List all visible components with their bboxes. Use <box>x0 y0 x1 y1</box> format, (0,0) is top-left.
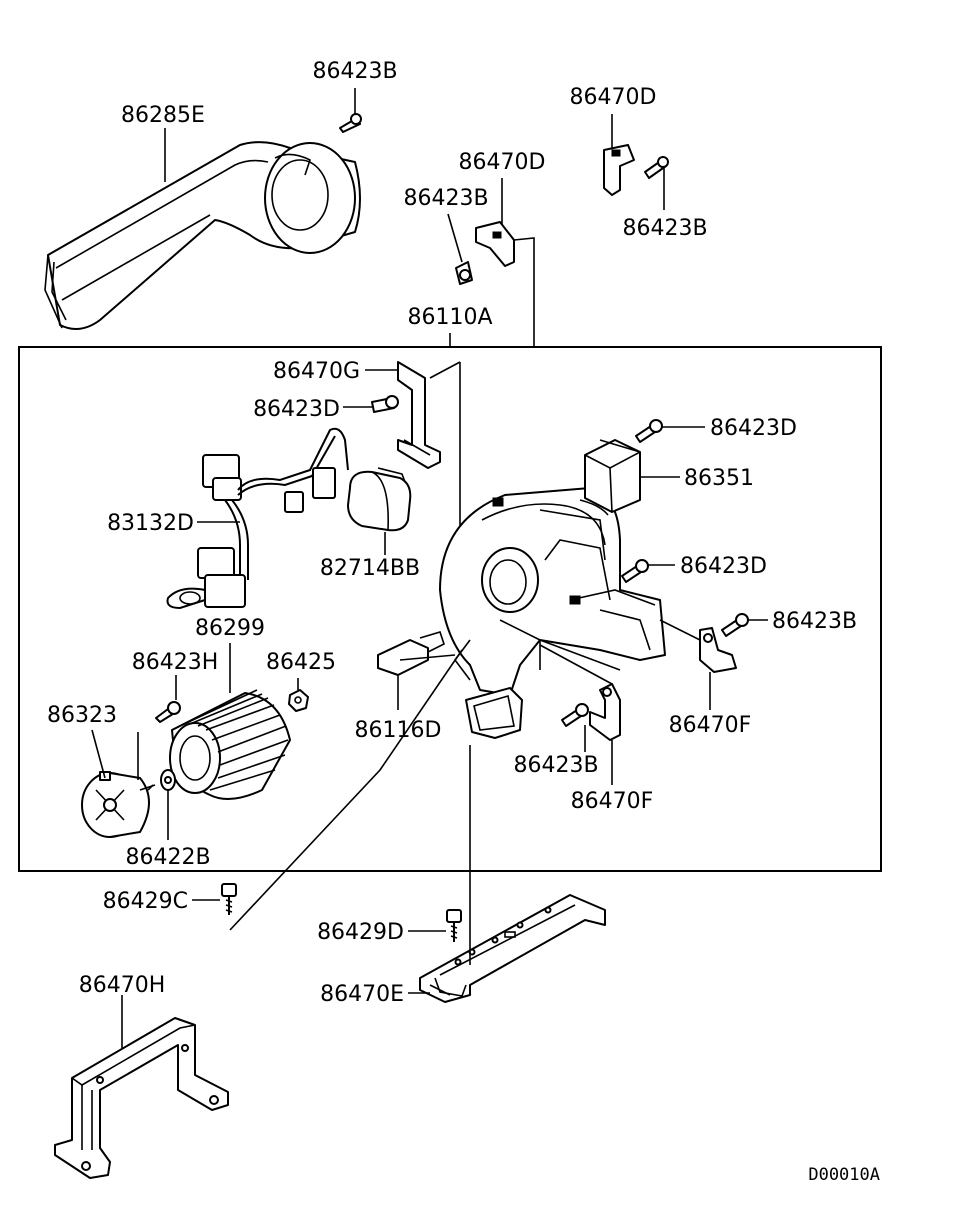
label-86423d-left: 86423D <box>253 397 340 422</box>
label-86470d-mid: 86470D <box>459 150 546 175</box>
label-86470f-1: 86470F <box>669 713 752 738</box>
washer-86422b[interactable] <box>147 769 176 840</box>
label-86423d-r2: 86423D <box>680 554 767 579</box>
screw-86423d-r1[interactable] <box>635 419 705 443</box>
screw-86423h[interactable] <box>155 675 181 723</box>
label-86470h: 86470H <box>79 973 166 998</box>
label-86423b-r3: 86423B <box>772 609 857 634</box>
diagram-code: D00010A <box>808 1165 880 1185</box>
screw-86429d[interactable] <box>408 909 462 942</box>
screw-86423b-mid[interactable] <box>447 213 473 285</box>
nut-86425[interactable] <box>288 678 309 712</box>
label-86423b-low: 86423B <box>513 753 598 778</box>
label-86425: 86425 <box>266 650 336 675</box>
label-86285e: 86285E <box>121 103 205 128</box>
label-86423d-r1: 86423D <box>710 416 797 441</box>
blower-housing[interactable] <box>439 487 666 739</box>
screw-86423d-left[interactable] <box>343 395 399 413</box>
screw-86429c[interactable] <box>192 883 237 915</box>
harness-83132d[interactable] <box>166 427 349 610</box>
label-86470f-2: 86470F <box>571 789 654 814</box>
label-86351: 86351 <box>684 466 754 491</box>
screw-86423b-right[interactable] <box>644 156 669 210</box>
label-86423b-top: 86423B <box>312 59 397 84</box>
duct-86285e[interactable] <box>44 141 361 330</box>
screw-86423b-low[interactable] <box>561 703 589 752</box>
label-86116d: 86116D <box>355 718 442 743</box>
screw-86423d-r2[interactable] <box>621 559 675 583</box>
bracket-86470d-mid[interactable] <box>475 178 535 347</box>
blower-motor-86323[interactable] <box>81 732 156 838</box>
bracket-86470e[interactable] <box>419 894 606 1003</box>
part-86351[interactable] <box>584 439 641 513</box>
bracket-86470d-top[interactable] <box>603 114 635 196</box>
part-86116d[interactable] <box>377 631 445 710</box>
label-86470g: 86470G <box>273 359 360 384</box>
label-86423b-mid: 86423B <box>403 186 488 211</box>
label-86299: 86299 <box>195 616 265 641</box>
label-86323: 86323 <box>47 703 117 728</box>
label-86422b: 86422B <box>125 845 210 870</box>
screw-86423b-top[interactable] <box>339 88 362 133</box>
bracket-86470f-lower[interactable] <box>539 644 621 785</box>
label-86470d-top: 86470D <box>570 85 657 110</box>
resistor-82714bb[interactable] <box>347 467 412 532</box>
label-86470e: 86470E <box>320 982 404 1007</box>
bracket-86470h[interactable] <box>54 1017 229 1179</box>
label-86110a: 86110A <box>407 305 492 330</box>
blower-fan-86299[interactable] <box>169 689 291 800</box>
label-83132d: 83132D <box>107 511 194 536</box>
label-86429c: 86429C <box>103 889 188 914</box>
bracket-86470f-right[interactable] <box>659 619 737 710</box>
screw-86423b-r3[interactable] <box>721 613 768 637</box>
label-86429d: 86429D <box>317 920 404 945</box>
label-86423b-right: 86423B <box>622 216 707 241</box>
label-82714bb: 82714BB <box>320 556 420 581</box>
bracket-86470g[interactable] <box>365 361 441 469</box>
label-86423h: 86423H <box>132 650 219 675</box>
